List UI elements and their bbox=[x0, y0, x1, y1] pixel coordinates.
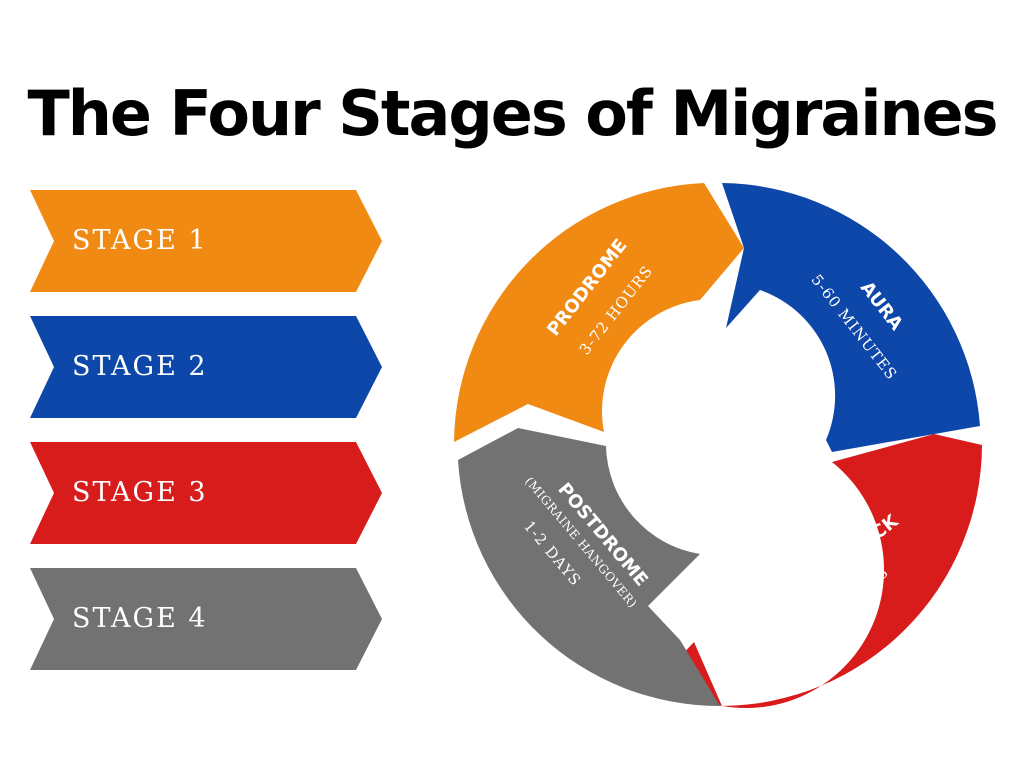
migraine-attack-segment bbox=[660, 434, 982, 709]
prodrome-segment bbox=[454, 183, 744, 442]
stage-2-arrow: STAGE 2 bbox=[30, 316, 382, 418]
stage-2-shape bbox=[30, 316, 382, 418]
stage-4-label: STAGE 4 bbox=[72, 603, 208, 634]
stage-4-arrow: STAGE 4 bbox=[30, 568, 382, 670]
stage-2-label: STAGE 2 bbox=[72, 351, 208, 382]
stage-4-shape bbox=[30, 568, 382, 670]
stage-3-label: STAGE 3 bbox=[72, 477, 208, 508]
stage-1-arrow: STAGE 1 bbox=[30, 190, 382, 292]
stage-1-label: STAGE 1 bbox=[72, 225, 208, 256]
page-title: The Four Stages of Migraines bbox=[27, 77, 998, 150]
stage-1-shape bbox=[30, 190, 382, 292]
stage-3-arrow: STAGE 3 bbox=[30, 442, 382, 544]
stage-3-shape bbox=[30, 442, 382, 544]
postdrome-segment bbox=[458, 428, 720, 707]
aura-segment bbox=[722, 183, 980, 452]
